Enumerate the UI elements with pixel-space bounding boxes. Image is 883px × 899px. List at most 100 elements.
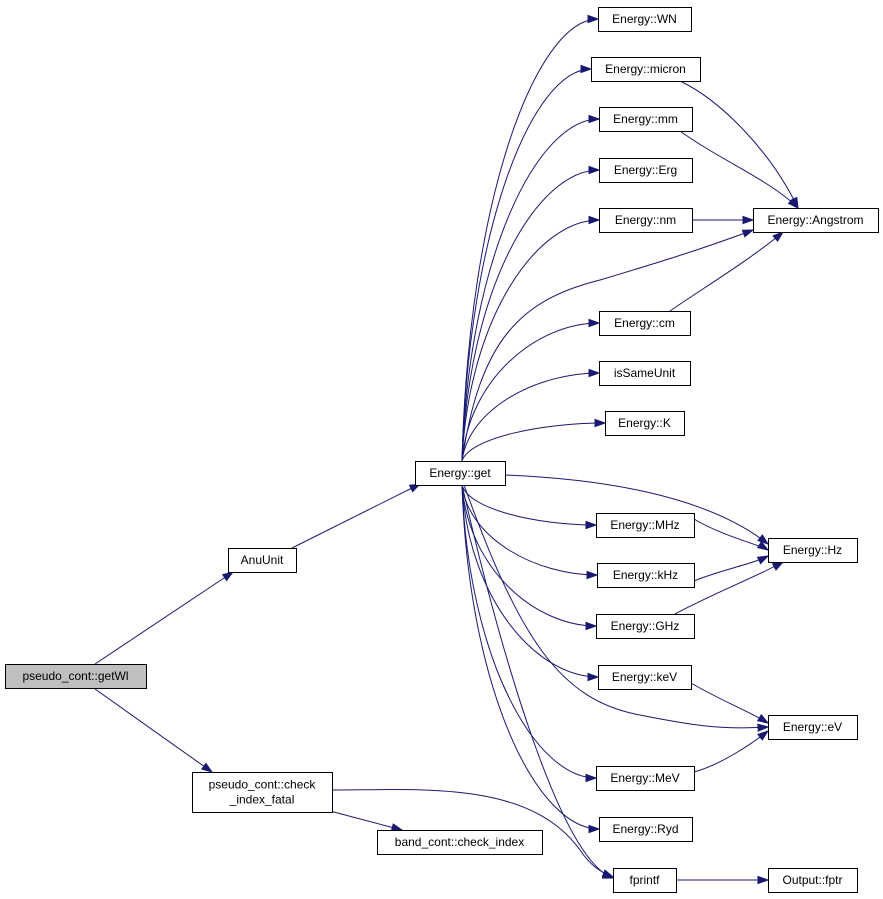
node-kev[interactable]: Energy::keV (598, 665, 692, 690)
node-label: isSameUnit (614, 366, 676, 380)
edge-check-index-fatal-to-band-check-index (329, 810, 403, 831)
arrowhead (594, 418, 607, 428)
node-erg[interactable]: Energy::Erg (599, 158, 693, 183)
node-box (415, 461, 506, 486)
node-label: band_cont::check_index (395, 835, 524, 849)
node-box (5, 664, 147, 689)
arrowhead (588, 215, 601, 225)
arrowhead (756, 713, 770, 724)
node-cm[interactable]: Energy::cm (599, 311, 691, 336)
node-label: Energy::K (618, 416, 671, 430)
arrowhead (588, 165, 601, 175)
arrowhead (588, 318, 601, 328)
node-label: Energy::MHz (610, 518, 679, 532)
node-box (597, 563, 695, 588)
node-box (768, 868, 858, 893)
node-wn[interactable]: Energy::WN (598, 7, 692, 32)
node-fptr[interactable]: Output::fptr (768, 868, 858, 893)
edge-get-to-mm (461, 118, 600, 462)
node-mev[interactable]: Energy::MeV (596, 766, 695, 791)
edge-get-to-erg (461, 169, 600, 462)
edge-micron-to-angstrom (679, 80, 799, 209)
arrowhead (585, 621, 598, 631)
arrowhead (585, 520, 598, 530)
node-ryd[interactable]: Energy::Ryd (599, 817, 693, 842)
node-label: Energy::eV (783, 720, 842, 734)
node-check-index-fatal[interactable]: pseudo_cont::check_index_fatal (192, 772, 333, 813)
node-angstrom[interactable]: Energy::Angstrom (753, 208, 879, 233)
edge-get-to-k (461, 422, 606, 462)
node-box (599, 107, 693, 132)
call-edges (94, 14, 800, 885)
node-band-check-index[interactable]: band_cont::check_index (377, 830, 543, 855)
edge-get-to-ghz (461, 484, 597, 627)
node-nm[interactable]: Energy::nm (599, 208, 693, 233)
edge-getwl-to-anuunit (94, 571, 234, 665)
node-k[interactable]: Energy::K (605, 411, 685, 436)
node-issameunit[interactable]: isSameUnit (599, 361, 691, 386)
node-micron[interactable]: Energy::micron (591, 57, 701, 82)
node-getwl[interactable]: pseudo_cont::getWl (5, 664, 147, 689)
node-ev[interactable]: Energy::eV (768, 715, 858, 740)
edge-mhz-to-hz (693, 518, 769, 551)
edge-get-to-cm (461, 322, 600, 462)
edge-mev-to-ev (693, 730, 769, 773)
arrowhead (757, 730, 770, 741)
edge-get-to-wn (461, 18, 599, 462)
arrowhead (588, 368, 601, 378)
edge-get-to-mev (461, 484, 597, 779)
arrowhead (221, 571, 235, 582)
node-label: Energy::kHz (613, 568, 678, 582)
node-box (599, 158, 693, 183)
arrowhead (587, 14, 600, 24)
edge-getwl-to-check-index-fatal (94, 688, 213, 773)
node-mm[interactable]: Energy::mm (599, 107, 693, 132)
edge-get-to-hz (504, 474, 769, 545)
node-label: Energy::Erg (614, 163, 677, 177)
node-label: Energy::nm (615, 213, 676, 227)
node-box (598, 665, 692, 690)
edge-kev-to-ev (690, 682, 769, 724)
node-label: AnuUnit (241, 553, 284, 567)
node-box (599, 208, 693, 233)
edge-get-to-issameunit (461, 372, 600, 462)
node-label: Energy::keV (612, 670, 677, 684)
node-label: _index_fatal (229, 793, 295, 807)
edge-get-to-nm (461, 219, 600, 462)
node-label: Energy::MeV (610, 771, 679, 785)
node-fprintf[interactable]: fprintf (613, 868, 677, 893)
edge-cm-to-angstrom (669, 231, 784, 312)
arrowhead (588, 114, 601, 124)
node-label: Energy::Ryd (612, 822, 678, 836)
node-get[interactable]: Energy::get (415, 461, 506, 486)
edge-get-to-ryd (461, 484, 600, 830)
node-ghz[interactable]: Energy::GHz (596, 614, 695, 639)
node-box (591, 57, 701, 82)
arrowhead (588, 824, 601, 834)
arrowhead (601, 870, 615, 879)
node-anuunit[interactable]: AnuUnit (228, 548, 297, 573)
node-box (192, 772, 333, 813)
node-label: fprintf (629, 873, 660, 887)
node-box (596, 614, 695, 639)
arrowhead (586, 570, 599, 580)
node-box (613, 868, 677, 893)
node-label: Energy::mm (613, 112, 678, 126)
node-mhz[interactable]: Energy::MHz (596, 513, 695, 538)
arrowhead (742, 215, 755, 225)
node-khz[interactable]: Energy::kHz (597, 563, 695, 588)
arrowhead (772, 231, 785, 242)
node-box (596, 766, 695, 791)
node-box (768, 715, 858, 740)
node-box (598, 7, 692, 32)
edge-get-to-kev (461, 484, 599, 678)
arrowhead (757, 875, 770, 885)
node-hz[interactable]: Energy::Hz (768, 538, 858, 563)
node-box (228, 548, 297, 573)
edge-anuunit-to-get (291, 483, 421, 549)
node-box (753, 208, 879, 233)
node-label: Output::fptr (782, 873, 842, 887)
node-box (599, 817, 693, 842)
node-box (377, 830, 543, 855)
node-label: Energy::GHz (611, 619, 680, 633)
